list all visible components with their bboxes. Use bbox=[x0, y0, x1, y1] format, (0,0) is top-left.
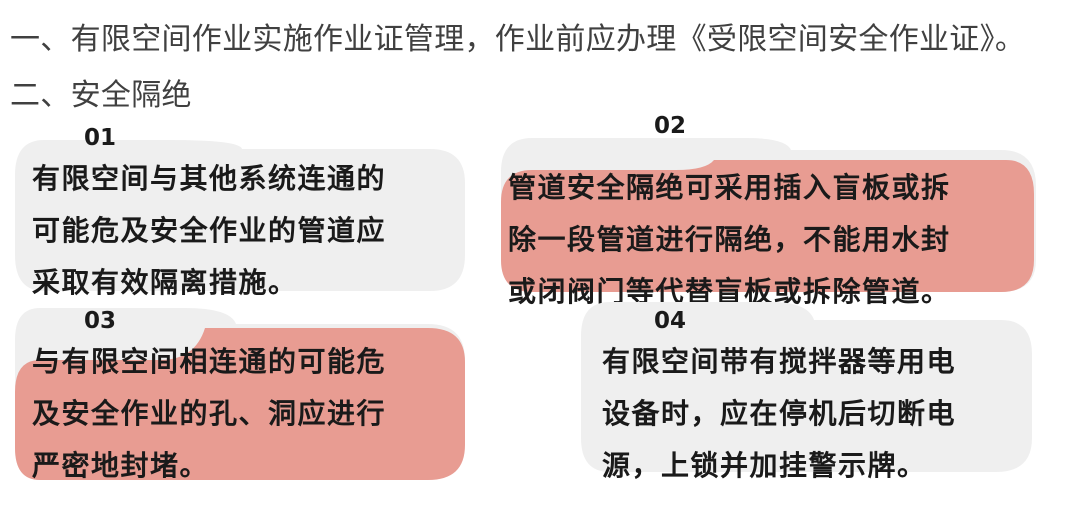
card-line: 严密地封堵。 bbox=[32, 449, 210, 482]
card-01-shape bbox=[15, 140, 465, 291]
card-line: 除一段管道进行隔绝，不能用水封 bbox=[508, 223, 951, 256]
card-text: 有限空间带有搅拌器等用电 设备时，应在停机后切断电 源，上锁并加挂警示牌。 bbox=[602, 336, 956, 492]
card-line: 及安全作业的孔、洞应进行 bbox=[32, 397, 387, 430]
heading-work-permit: 一、有限空间作业实施作业证管理，作业前应办理《受限空间安全作业证》。 bbox=[10, 22, 1026, 57]
card-03-shape bbox=[15, 308, 465, 480]
card-text: 与有限空间相连通的可能危 及安全作业的孔、洞应进行 严密地封堵。 bbox=[32, 336, 386, 492]
card-text: 有限空间与其他系统连通的 可能危及安全作业的管道应 采取有效隔离措施。 bbox=[32, 153, 386, 309]
card-04: 04 有限空间带有搅拌器等用电 设备时，应在停机后切断电 源，上锁并加挂警示牌。 bbox=[576, 296, 1038, 486]
card-03: 03 与有限空间相连通的可能危 及安全作业的孔、洞应进行 严密地封堵。 bbox=[10, 300, 472, 490]
card-number: 03 bbox=[84, 308, 117, 334]
card-number: 02 bbox=[654, 113, 687, 139]
card-line: 管道安全隔绝可采用插入盲板或拆 bbox=[508, 171, 951, 204]
card-number: 01 bbox=[84, 125, 117, 151]
card-line: 可能危及安全作业的管道应 bbox=[32, 214, 387, 247]
card-text: 管道安全隔绝可采用插入盲板或拆 除一段管道进行隔绝，不能用水封 或闭阀门等代替盲… bbox=[508, 162, 951, 318]
card-line: 有限空间与其他系统连通的 bbox=[32, 162, 387, 195]
card-line: 源，上锁并加挂警示牌。 bbox=[602, 449, 927, 482]
card-line: 与有限空间相连通的可能危 bbox=[32, 345, 387, 378]
card-04-shape bbox=[581, 302, 1032, 472]
card-line: 采取有效隔离措施。 bbox=[32, 266, 298, 299]
card-line: 有限空间带有搅拌器等用电 bbox=[602, 345, 957, 378]
card-01: 01 有限空间与其他系统连通的 可能危及安全作业的管道应 采取有效隔离措施。 bbox=[10, 125, 470, 299]
card-02-shape bbox=[501, 138, 1036, 292]
card-02: 02 管道安全隔绝可采用插入盲板或拆 除一段管道进行隔绝，不能用水封 或闭阀门等… bbox=[496, 110, 1041, 308]
card-line: 设备时，应在停机后切断电 bbox=[602, 397, 957, 430]
card-number: 04 bbox=[654, 308, 687, 334]
heading-isolation: 二、安全隔绝 bbox=[10, 78, 192, 113]
